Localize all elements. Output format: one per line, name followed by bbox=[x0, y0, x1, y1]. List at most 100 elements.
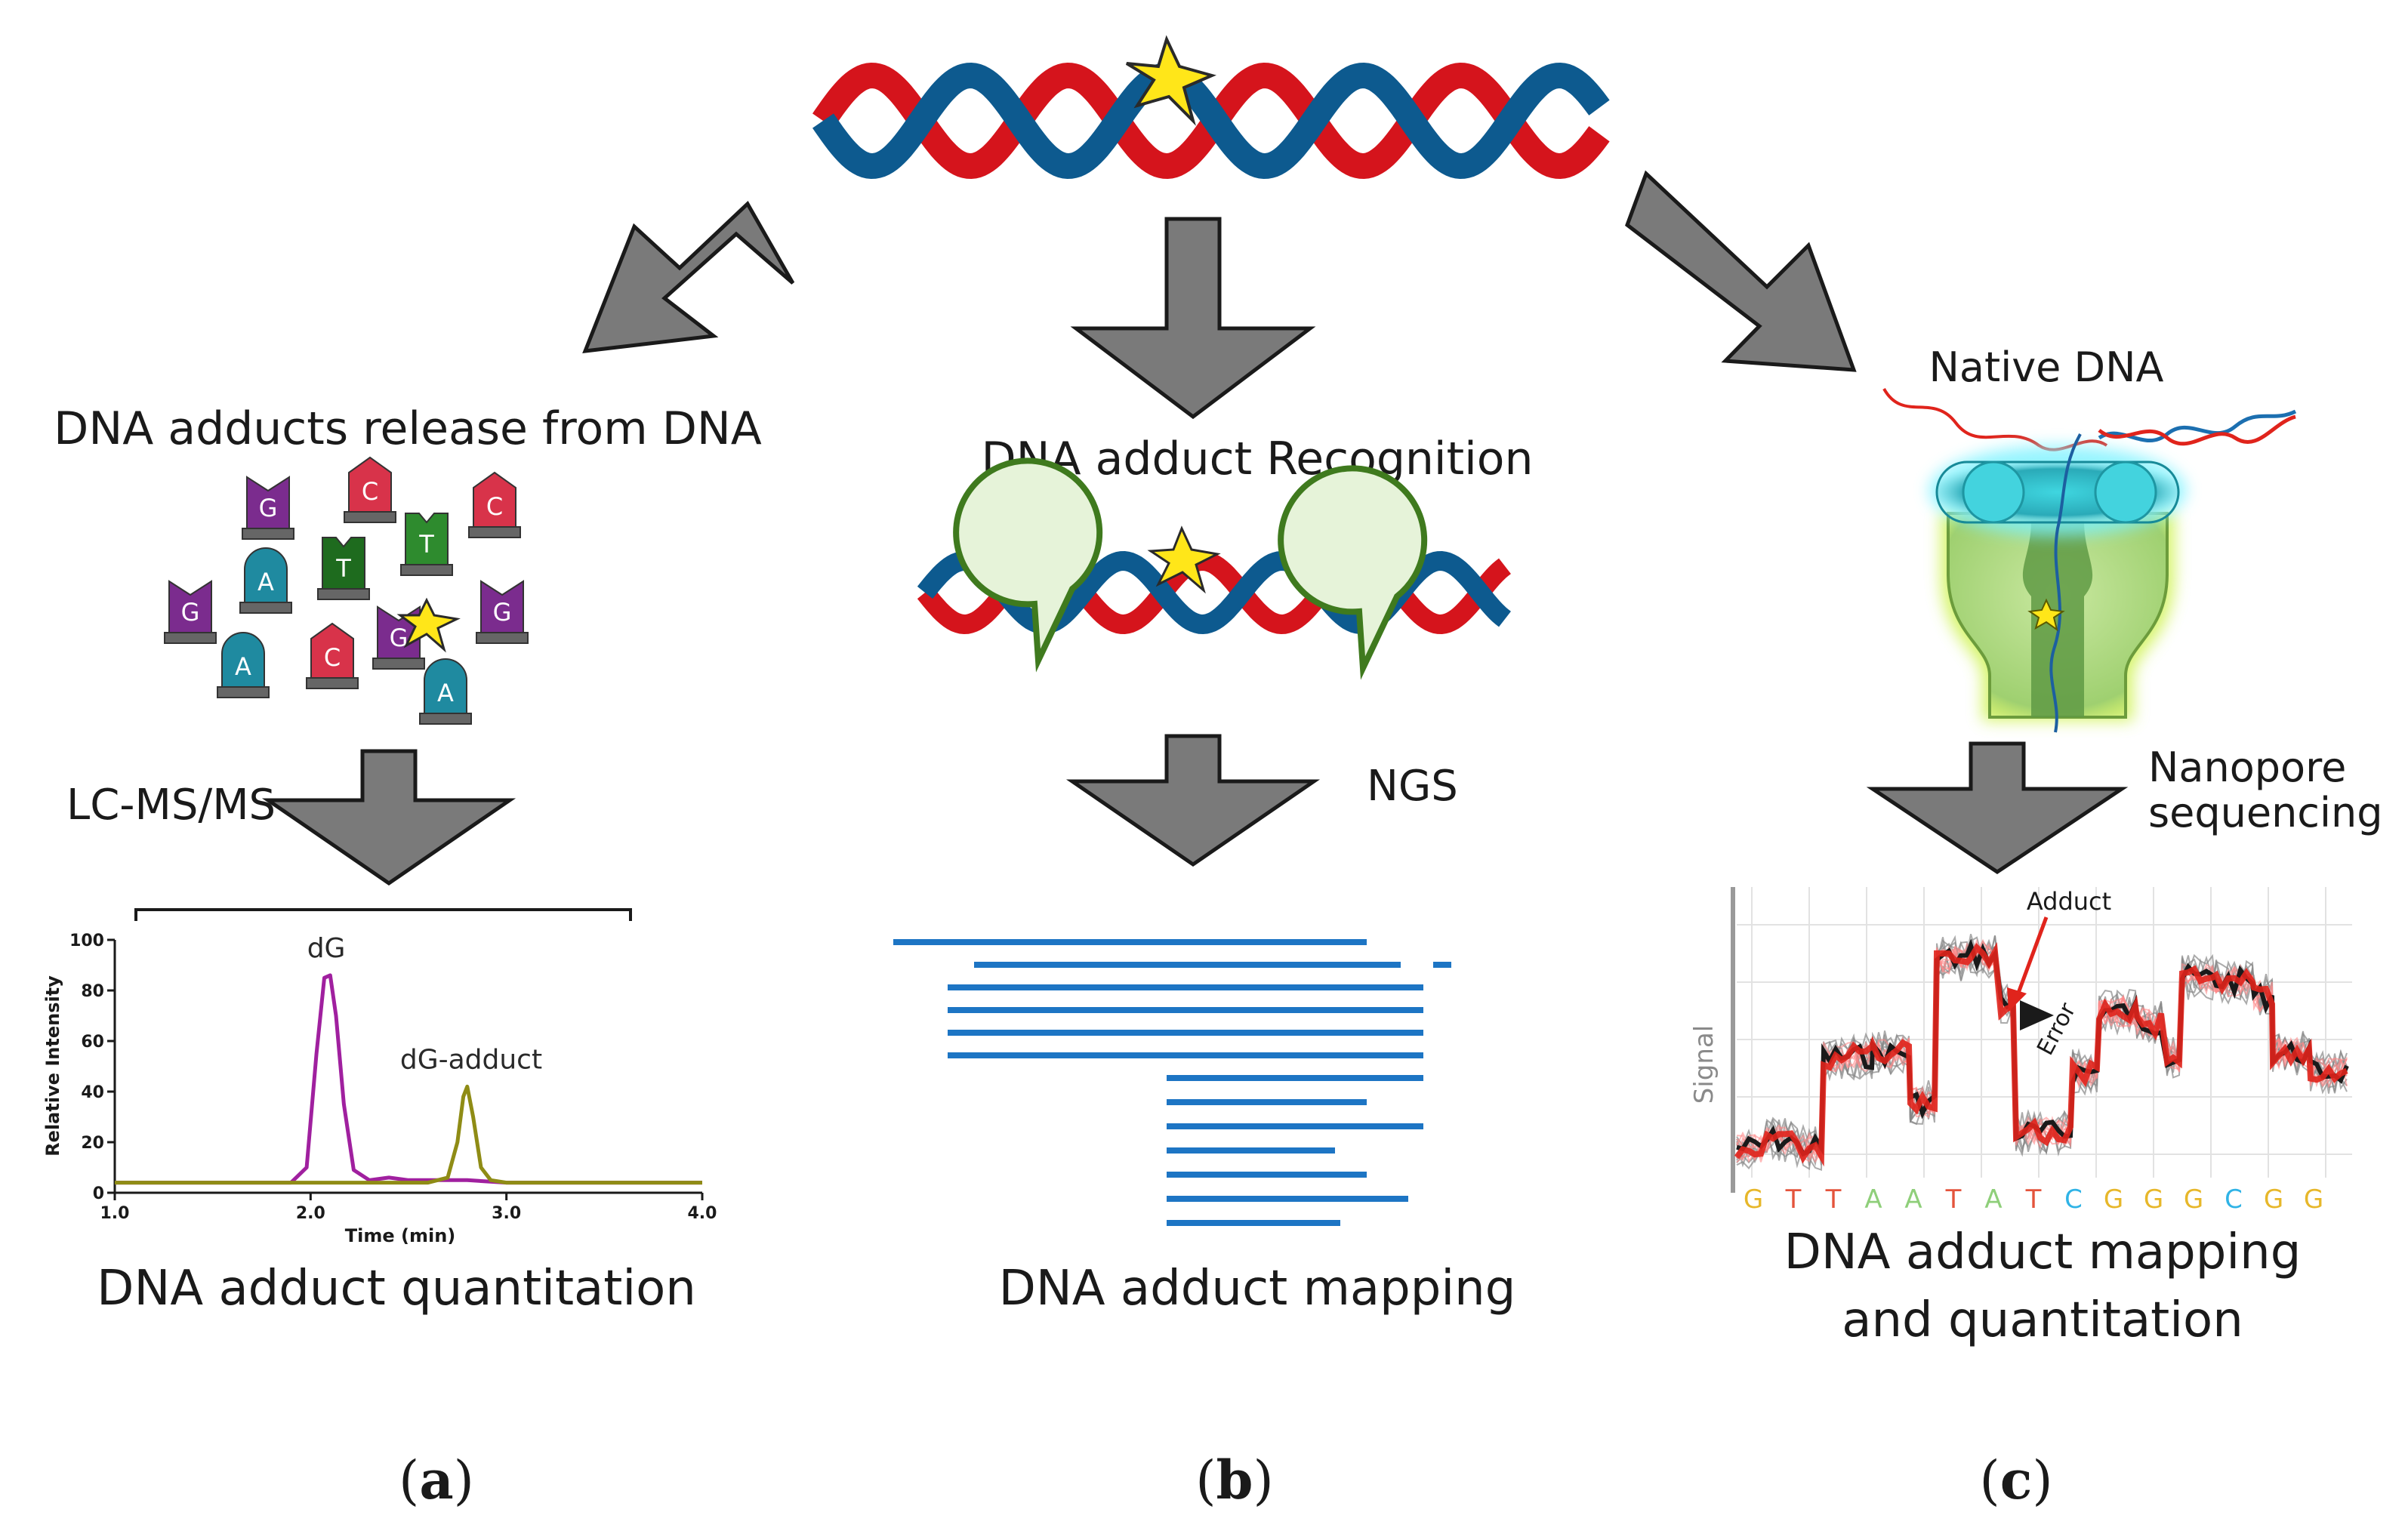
panel-c-caption-line1: DNA adduct mapping bbox=[1784, 1224, 2302, 1280]
released-adduct-star-icon bbox=[396, 597, 461, 653]
recognition-adduct-star-icon bbox=[1147, 525, 1221, 594]
x-tick-label: 4.0 bbox=[688, 1204, 717, 1223]
pore-adduct-star-icon bbox=[2027, 598, 2065, 632]
adduct-pointer-arrow bbox=[2015, 916, 2049, 996]
chromatogram-bracket bbox=[134, 908, 632, 921]
panel-c-method-line1: Nanopore bbox=[2148, 744, 2346, 791]
chromatogram-series-2 bbox=[115, 1084, 702, 1185]
nucleoside-t: T bbox=[317, 537, 370, 600]
motor-protein-lobe-right bbox=[2094, 460, 2157, 524]
y-tick-label: 60 bbox=[81, 1033, 104, 1052]
base-call: T bbox=[2025, 1184, 2042, 1215]
base-call: G bbox=[2264, 1184, 2283, 1215]
native-dna-double-strand-a bbox=[2098, 409, 2297, 443]
y-tick-label: 20 bbox=[81, 1134, 104, 1153]
y-tick-label: 40 bbox=[81, 1083, 104, 1102]
base-call: C bbox=[2064, 1184, 2083, 1215]
nucleoside-c: C bbox=[306, 622, 359, 689]
nucleoside-g: G bbox=[164, 580, 217, 644]
base-call: T bbox=[1945, 1184, 1962, 1215]
nucleoside-g: G bbox=[476, 580, 529, 644]
nanopore-illustration bbox=[1882, 388, 2297, 733]
arrow-to-panel-a bbox=[582, 201, 795, 353]
base-call: C bbox=[2225, 1184, 2243, 1215]
panel-a-caption: DNA adduct quantitation bbox=[97, 1261, 696, 1317]
x-tick-label: 3.0 bbox=[492, 1204, 521, 1223]
panel-a-method: LC-MS/MS bbox=[66, 781, 276, 830]
error-marker-icon bbox=[2020, 1000, 2054, 1030]
arrow-to-panel-c bbox=[1625, 170, 1857, 372]
y-tick-label: 0 bbox=[93, 1184, 104, 1203]
base-call: A bbox=[1904, 1184, 1922, 1215]
nucleoside-c: C bbox=[344, 456, 396, 523]
adduct-label: Adduct bbox=[2027, 887, 2111, 916]
nucleoside-letter: A bbox=[235, 652, 251, 681]
base-call: G bbox=[2104, 1184, 2123, 1215]
arrow-lcms-down bbox=[261, 749, 516, 886]
nucleoside-letter: T bbox=[418, 530, 434, 559]
peak-label: dG-adduct bbox=[400, 1044, 542, 1075]
adduct-pointer-head bbox=[2007, 987, 2027, 1012]
nucleoside-letter: G bbox=[259, 494, 278, 522]
signal-traces bbox=[1734, 934, 2349, 1171]
y-tick-label: 100 bbox=[69, 932, 104, 950]
nucleoside-letter: C bbox=[362, 477, 378, 506]
chromatogram-series-1 bbox=[115, 973, 702, 1185]
panel-b-method: NGS bbox=[1367, 762, 1458, 811]
nucleoside-a: A bbox=[419, 658, 472, 725]
arrow-ngs-down bbox=[1065, 734, 1321, 867]
nucleoside-c: C bbox=[468, 471, 521, 538]
nucleoside-a: A bbox=[217, 632, 270, 698]
base-call: T bbox=[1785, 1184, 1802, 1215]
sequencing-reads bbox=[893, 939, 1451, 1226]
recognition-protein-left bbox=[953, 457, 1103, 673]
panel-c-heading: Native DNA bbox=[1929, 343, 2164, 391]
panel-b-caption: DNA adduct mapping bbox=[999, 1261, 1516, 1317]
base-call: G bbox=[1744, 1184, 1763, 1215]
chromatogram-annotations: dG dG-adduct bbox=[307, 933, 542, 1075]
nucleoside-t: T bbox=[400, 513, 453, 576]
arrow-to-panel-b bbox=[1070, 217, 1316, 420]
chromatogram-x-label: Time (min) bbox=[345, 1225, 456, 1246]
adduct-star-icon bbox=[1125, 35, 1216, 126]
panel-c-label: (c) bbox=[1979, 1449, 2052, 1511]
native-dna-double-strand-b bbox=[2098, 414, 2296, 446]
top-dna-helix bbox=[812, 35, 1610, 180]
base-call: G bbox=[2304, 1184, 2323, 1215]
nucleoside-letter: C bbox=[486, 492, 503, 521]
panel-c-caption-line2: and quantitation bbox=[1842, 1292, 2243, 1348]
x-tick-label: 2.0 bbox=[296, 1204, 325, 1223]
panel-c-method-line2: sequencing bbox=[2148, 789, 2383, 836]
top-strand-blue bbox=[812, 62, 1610, 180]
base-call: G bbox=[2184, 1184, 2203, 1215]
nucleoside-letter: A bbox=[257, 568, 274, 596]
chromatogram-y-label: Relative Intensity bbox=[42, 975, 63, 1157]
signal-axis-label: Signal bbox=[1689, 1025, 1719, 1104]
nucleoside-letter: G bbox=[390, 624, 409, 652]
nucleoside-letter: T bbox=[335, 554, 351, 583]
chromatogram-series bbox=[115, 973, 702, 1185]
nucleoside-g: G bbox=[242, 476, 294, 540]
nucleoside-a: A bbox=[239, 547, 292, 614]
base-call: T bbox=[1825, 1184, 1842, 1215]
panel-b-label: (b) bbox=[1195, 1449, 1274, 1511]
motor-protein-lobe-left bbox=[1962, 460, 2025, 524]
arrow-nanopore-down bbox=[1866, 741, 2129, 875]
panel-a-label: (a) bbox=[399, 1449, 474, 1511]
chromatogram-y-ticks: 0 20 40 60 80 100 bbox=[69, 932, 115, 1203]
translocating-dna bbox=[2049, 433, 2082, 733]
pore-channel bbox=[2022, 521, 2093, 717]
peak-label: dG bbox=[307, 933, 346, 964]
base-call: A bbox=[1984, 1184, 2002, 1215]
base-call: A bbox=[1864, 1184, 1882, 1215]
base-call: G bbox=[2144, 1184, 2163, 1215]
y-tick-label: 80 bbox=[81, 982, 104, 1001]
nucleoside-letter: A bbox=[437, 679, 454, 707]
nucleoside-letter: G bbox=[493, 598, 512, 627]
